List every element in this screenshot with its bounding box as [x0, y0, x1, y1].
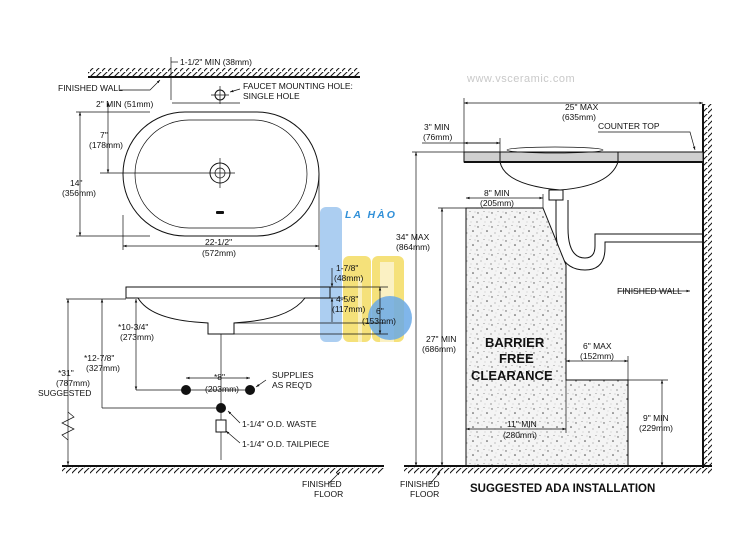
- dim-8-min-mm: (205mm): [480, 198, 514, 208]
- dim-8-mm: (203mm): [205, 384, 239, 394]
- top-view: FINISHED WALL 1-1/2" MIN (38mm) 2" MIN (…: [58, 57, 360, 258]
- watermark-text: www.vsceramic.com: [466, 73, 575, 85]
- sink-profile: [125, 286, 331, 335]
- dim-14-mm: (356mm): [62, 188, 96, 198]
- dim-9-mm: (229mm): [639, 423, 673, 433]
- tailpiece-icon: [215, 419, 227, 433]
- dim-10-3-4-value: *10-3/4": [118, 322, 148, 332]
- dim-9-value: 9" MIN: [643, 413, 669, 423]
- ada-view: BARRIER FREE CLEARANCE 25" MAX (635mm) 3…: [396, 98, 712, 499]
- ada-floor-line2: FLOOR: [410, 489, 439, 499]
- dim-3-mm: (76mm): [423, 132, 452, 142]
- faucet-hole-line1: FAUCET MOUNTING HOLE:: [243, 81, 353, 91]
- dim-31-mm: (787mm): [56, 378, 90, 388]
- min-offset-label: 1-1/2" MIN (38mm): [180, 57, 252, 67]
- dim-6-max-value: 6" MAX: [583, 341, 612, 351]
- dim-1-7-8-mm: (48mm): [334, 273, 363, 283]
- dim-27-mm: (686mm): [422, 344, 456, 354]
- dim-7-value: 7": [100, 130, 108, 140]
- waste-label: 1-1/4" O.D. WASTE: [242, 419, 317, 429]
- dim-4-5-8-value: 4-5/8": [336, 294, 358, 304]
- dim-25-value: 25" MAX: [565, 102, 599, 112]
- tailpiece-label: 1-1/4" O.D. TAILPIECE: [242, 439, 330, 449]
- dim-34-value: 34" MAX: [396, 232, 430, 242]
- ada-finished-wall-label: FINISHED WALL: [617, 286, 682, 296]
- logo-text: LA HÀO: [345, 208, 397, 221]
- side-floor-line1: FINISHED: [302, 479, 342, 489]
- side-floor-line2: FLOOR: [314, 489, 343, 499]
- faucet-hole-line2: SINGLE HOLE: [243, 91, 300, 101]
- dim-4-5-8-mm: (117mm): [332, 304, 366, 314]
- counter-top-label: COUNTER TOP: [598, 121, 660, 131]
- dim-31-note: SUGGESTED: [38, 388, 91, 398]
- dim-27-value: 27" MIN: [426, 334, 456, 344]
- ada-caption: SUGGESTED ADA INSTALLATION: [470, 483, 655, 495]
- dim-7-mm: (178mm): [89, 140, 123, 150]
- supply-left-icon: [181, 385, 191, 395]
- ada-floor-line1: FINISHED: [400, 479, 440, 489]
- barrier-line3: CLEARANCE: [471, 368, 553, 383]
- supply-right-icon: [245, 385, 255, 395]
- dim-8-value: *8": [214, 372, 225, 382]
- sink-outline-top: [122, 111, 320, 237]
- dim-1-7-8-value: 1-7/8": [336, 263, 358, 273]
- dim-6-max-mm: (152mm): [580, 351, 614, 361]
- dim-8-min-value: 8" MIN: [484, 188, 510, 198]
- dim-12-7-8-value: *12-7/8": [84, 353, 114, 363]
- dim-31-value: *31": [58, 368, 74, 378]
- dim-10-3-4-mm: (273mm): [120, 332, 154, 342]
- dim-6-value: 6": [376, 306, 384, 316]
- dim-22-mm: (572mm): [202, 248, 236, 258]
- dim-25-mm: (635mm): [562, 112, 596, 122]
- supplies-line1: SUPPLIES: [272, 370, 314, 380]
- waste-icon: [216, 403, 226, 413]
- supplies-line2: AS REQ'D: [272, 380, 312, 390]
- dim-11-value: 11" MIN: [507, 419, 537, 429]
- dim-34-mm: (864mm): [396, 242, 430, 252]
- dim-22-value: 22-1/2": [205, 237, 232, 247]
- dim-14-value: 14": [70, 178, 82, 188]
- dim-11-mm: (280mm): [503, 430, 537, 440]
- side-view: 1-7/8" (48mm) 4-5/8" (117mm) 6" (153mm) …: [38, 263, 396, 499]
- barrier-line2: FREE: [499, 351, 534, 366]
- dim-3-value: 3" MIN: [424, 122, 450, 132]
- barrier-line1: BARRIER: [485, 335, 545, 350]
- dim-6-mm: (153mm): [362, 316, 396, 326]
- top-finished-wall-label: FINISHED WALL: [58, 83, 123, 93]
- min-2-label: 2" MIN (51mm): [96, 99, 153, 109]
- dim-12-7-8-mm: (327mm): [86, 363, 120, 373]
